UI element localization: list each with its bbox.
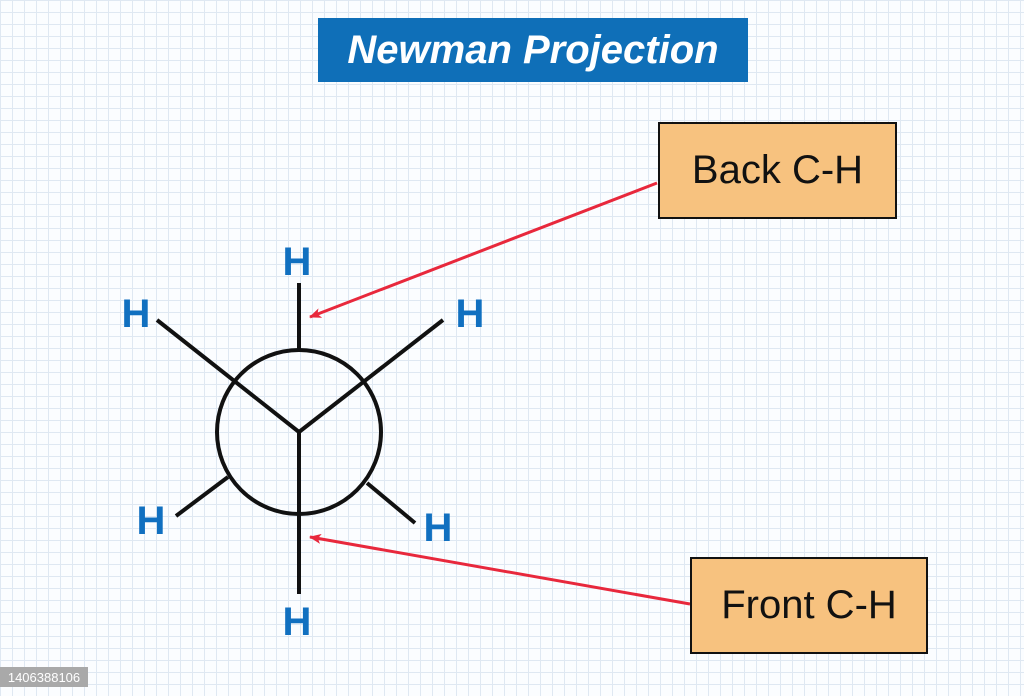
image-id: 1406388106 — [0, 667, 88, 687]
front-bond-upper-right — [297, 318, 445, 434]
front-bond-upper-left — [155, 318, 301, 434]
atom-h-top: H — [282, 240, 312, 284]
atom-h-lower-right: H — [423, 506, 453, 550]
back-arrow — [309, 181, 658, 319]
atom-h-bottom: H — [282, 600, 312, 644]
front-ch-label: Front C-H — [690, 557, 928, 654]
back-bond-lower-right — [365, 481, 417, 525]
atom-h-lower-left: H — [136, 499, 166, 543]
front-arrow — [309, 533, 691, 606]
back-bond-lower-left — [174, 475, 230, 518]
atom-h-upper-left: H — [121, 292, 151, 336]
atom-h-upper-right: H — [455, 292, 485, 336]
diagram-title: Newman Projection — [318, 18, 748, 82]
back-ch-label: Back C-H — [658, 122, 897, 219]
